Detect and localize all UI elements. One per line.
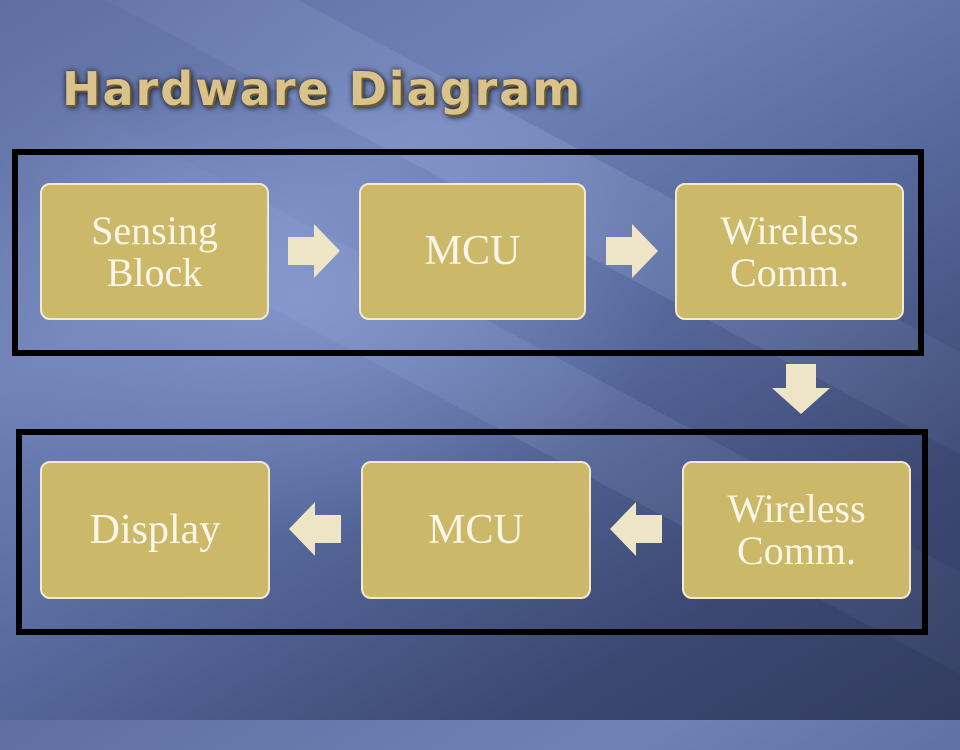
left-arrow-icon — [289, 502, 341, 556]
display-node: Display — [40, 461, 270, 599]
wireless-comm-node-bottom: Wireless Comm. — [682, 461, 911, 599]
bottom-row-frame — [16, 429, 928, 635]
page-title: Hardware Diagram — [62, 62, 583, 116]
node-label-line: Sensing — [91, 207, 218, 253]
right-arrow-icon — [288, 224, 340, 278]
right-arrow-icon — [606, 224, 658, 278]
node-label-line: Wireless — [720, 207, 859, 253]
wireless-comm-node-top: Wireless Comm. — [675, 183, 904, 320]
node-label-line: Wireless — [727, 486, 866, 531]
node-label-line: Comm. — [730, 249, 849, 295]
node-label-line: Display — [89, 506, 221, 553]
sensing-block-node: Sensing Block — [40, 183, 269, 320]
node-label-line: Comm. — [737, 528, 856, 573]
mcu-node-bottom: MCU — [361, 461, 591, 599]
node-label-line: MCU — [428, 506, 524, 553]
top-row-frame — [12, 149, 924, 356]
mcu-node-top: MCU — [359, 183, 586, 320]
node-label-line: MCU — [424, 228, 521, 275]
node-label-line: Block — [106, 249, 203, 295]
left-arrow-icon — [610, 502, 662, 556]
down-arrow-icon — [772, 364, 830, 414]
